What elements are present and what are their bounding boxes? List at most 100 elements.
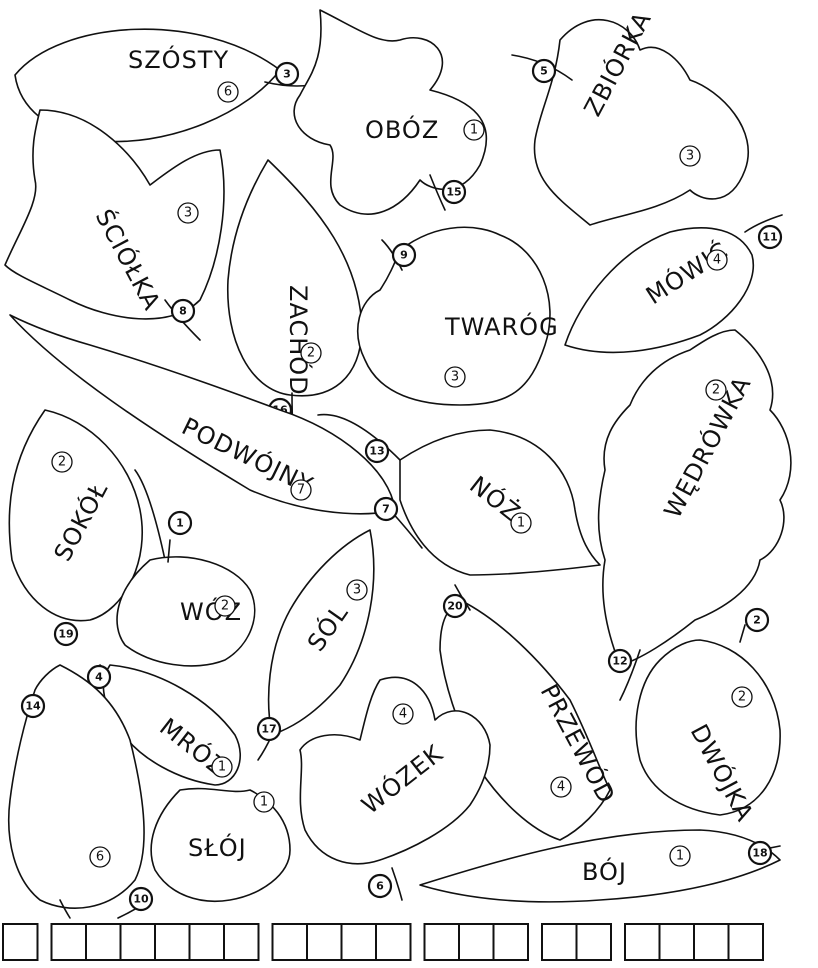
order-number-circle — [367, 873, 393, 899]
order-number-circle — [531, 58, 557, 84]
order-number: 13 — [369, 445, 384, 458]
order-number-circle — [20, 693, 46, 719]
letter-count-circle — [211, 756, 233, 778]
letter-count-circle — [706, 249, 728, 271]
leaf-word: TWARÓG — [444, 311, 559, 341]
letter-count: 1 — [260, 795, 268, 810]
letter-count-circle — [300, 342, 322, 364]
order-number: 10 — [133, 893, 149, 906]
leaf-stem — [381, 239, 403, 271]
answer-box[interactable] — [492, 923, 529, 961]
leaf-stem — [391, 867, 403, 901]
answer-box[interactable] — [727, 923, 764, 961]
leaf-stem — [739, 624, 746, 643]
answer-box[interactable] — [458, 923, 495, 961]
order-number: 11 — [762, 231, 777, 244]
leaf-outline — [419, 829, 781, 903]
order-number: 6 — [376, 880, 384, 893]
order-number: 15 — [446, 186, 461, 199]
order-number: 9 — [400, 249, 408, 262]
answer-box[interactable] — [658, 923, 695, 961]
answer-box[interactable] — [693, 923, 730, 961]
leaf-stem — [167, 539, 171, 563]
order-number-circle — [364, 438, 390, 464]
order-number: 3 — [283, 68, 291, 81]
answer-box[interactable] — [624, 923, 661, 961]
letter-count-circle — [392, 703, 414, 725]
letter-count: 3 — [686, 149, 694, 164]
letter-count-circle — [253, 791, 275, 813]
letter-count-circle — [731, 686, 753, 708]
order-number-circle — [86, 664, 112, 690]
answer-box[interactable] — [223, 923, 260, 961]
letter-count-circle — [444, 366, 466, 388]
letter-count: 6 — [96, 850, 104, 865]
leaf-outline — [226, 159, 363, 397]
letter-count-circle — [346, 579, 368, 601]
letter-count-circle — [510, 512, 532, 534]
answer-box[interactable] — [575, 923, 612, 961]
leaf-stem — [59, 899, 71, 919]
letter-count-circle — [217, 81, 239, 103]
answer-box[interactable] — [2, 923, 39, 961]
answer-box[interactable] — [85, 923, 122, 961]
letter-count-circle — [51, 451, 73, 473]
letter-count: 2 — [738, 690, 746, 705]
letter-count: 2 — [712, 383, 720, 398]
letter-count: 7 — [297, 483, 305, 498]
letter-count: 6 — [224, 85, 232, 100]
order-number-circle — [441, 179, 467, 205]
order-number-circle — [256, 716, 282, 742]
order-number-circle — [274, 61, 300, 87]
letter-count: 1 — [676, 849, 684, 864]
order-number: 2 — [753, 614, 761, 627]
leaf-word: OBÓZ — [365, 114, 439, 144]
leaf-item: TWARÓG 3 9 — [357, 226, 559, 406]
leaf-stem — [744, 214, 783, 233]
letter-count: 3 — [451, 370, 459, 385]
order-number: 5 — [540, 65, 548, 78]
answer-box[interactable] — [306, 923, 343, 961]
answer-box[interactable] — [154, 923, 191, 961]
answer-box[interactable] — [375, 923, 412, 961]
leaf-stem — [619, 649, 641, 701]
order-number: 7 — [382, 503, 390, 516]
answer-box[interactable] — [50, 923, 87, 961]
answer-box[interactable] — [340, 923, 377, 961]
order-number-circle — [170, 298, 196, 324]
leaf-outline — [299, 676, 491, 865]
letter-count: 3 — [184, 206, 192, 221]
letter-count-circle — [290, 479, 312, 501]
answer-box[interactable] — [423, 923, 460, 961]
leaf-outline — [116, 556, 256, 667]
answer-box[interactable] — [119, 923, 156, 961]
answer-box[interactable] — [188, 923, 225, 961]
order-number: 4 — [95, 671, 103, 684]
leaf-outline — [9, 314, 396, 515]
answer-box[interactable] — [271, 923, 308, 961]
letter-count: 2 — [58, 455, 66, 470]
leaf-outline — [564, 227, 755, 354]
leaf-outline — [8, 409, 143, 622]
order-number-circle — [744, 607, 770, 633]
letter-count-circle — [214, 595, 236, 617]
letter-count: 3 — [353, 583, 361, 598]
order-number: 8 — [179, 305, 187, 318]
order-number-circle — [757, 224, 783, 250]
leaf-outline — [357, 226, 551, 406]
answer-box[interactable] — [541, 923, 578, 961]
letter-count-circle — [89, 846, 111, 868]
letter-count: 1 — [218, 760, 226, 775]
order-number: 1 — [176, 517, 184, 530]
leaf-stem — [317, 413, 401, 461]
